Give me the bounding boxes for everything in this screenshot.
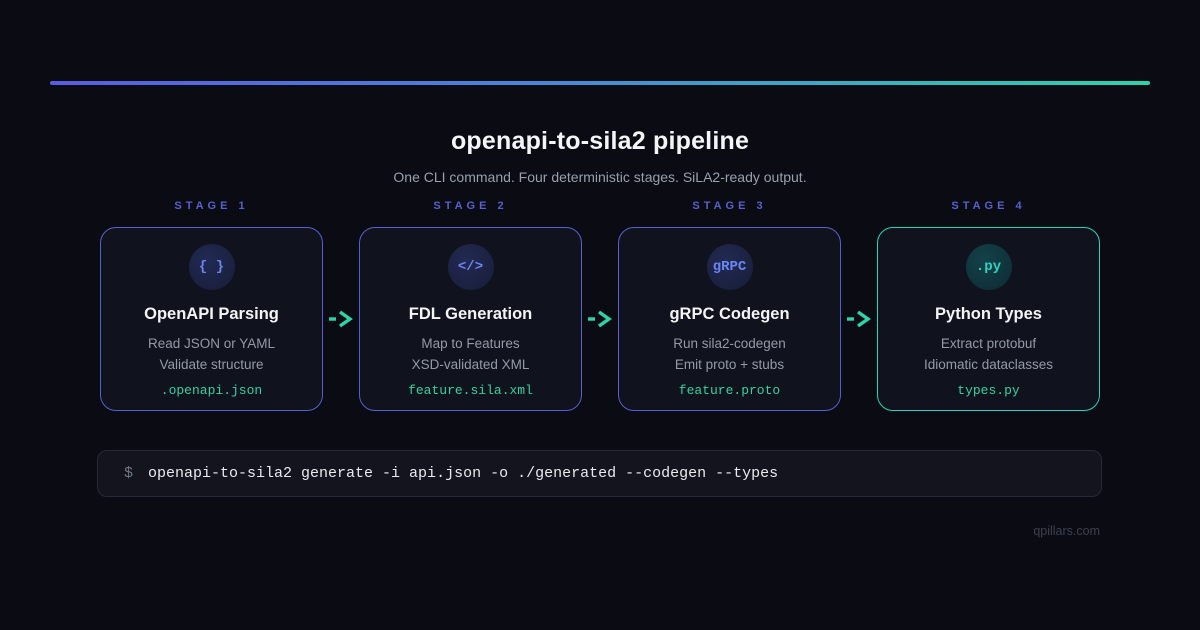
page-subtitle: One CLI command. Four deterministic stag… — [393, 169, 807, 185]
stage-2-desc-line-2: XSD-validated XML — [411, 357, 530, 372]
stage-3-title: gRPC Codegen — [669, 305, 790, 323]
stage-4-title: Python Types — [935, 305, 1042, 323]
stage-1-title: OpenAPI Parsing — [144, 305, 279, 323]
stage-3-desc-line-1: Run sila2-codegen — [673, 336, 786, 351]
stage-2-title: FDL Generation — [408, 305, 533, 323]
pipeline-diagram: STAGE 1 { } OpenAPI Parsing Read JSON or… — [0, 199, 1200, 411]
stage-1-output-file: .openapi.json — [160, 383, 263, 398]
stage-3-card: gRPC gRPC Codegen Run sila2-codegen Emit… — [618, 227, 841, 411]
stage-4-python-types: STAGE 4 .py Python Types Extract protobu… — [877, 199, 1100, 411]
site-attribution: qpillars.com — [1033, 524, 1100, 538]
stage-2-description: Map to Features XSD-validated XML — [412, 333, 530, 375]
stage-2-fdl-generation: STAGE 2 </> FDL Generation Map to Featur… — [359, 199, 582, 411]
flow-arrow-icon — [841, 227, 877, 411]
stage-2-output-file: feature.sila.xml — [408, 383, 533, 398]
stage-4-desc-line-1: Extract protobuf — [940, 336, 1037, 351]
stage-1-label: STAGE 1 — [174, 200, 249, 212]
stage-1-desc-line-1: Read JSON or YAML — [147, 336, 276, 351]
page-title: openapi-to-sila2 pipeline — [450, 127, 750, 155]
braces-icon: { } — [188, 244, 235, 290]
stage-3-grpc-codegen: STAGE 3 gRPC gRPC Codegen Run sila2-code… — [618, 199, 841, 411]
stage-4-desc-line-2: Idiomatic dataclasses — [923, 357, 1054, 372]
flow-arrow-icon — [582, 227, 618, 411]
shell-prompt: $ — [124, 465, 134, 482]
header: openapi-to-sila2 pipeline One CLI comman… — [0, 127, 1200, 185]
cli-command-bar: $ openapi-to-sila2 generate -i api.json … — [97, 450, 1102, 497]
stage-2-label: STAGE 2 — [433, 200, 508, 212]
stage-1-desc-line-2: Validate structure — [159, 357, 264, 372]
stage-3-desc-line-2: Emit proto + stubs — [674, 357, 785, 372]
gradient-accent-bar — [50, 81, 1150, 85]
stage-4-description: Extract protobuf Idiomatic dataclasses — [924, 333, 1053, 375]
stage-4-output-file: types.py — [957, 383, 1020, 398]
stage-1-openapi-parsing: STAGE 1 { } OpenAPI Parsing Read JSON or… — [100, 199, 323, 411]
python-file-icon: .py — [965, 244, 1012, 290]
stage-3-description: Run sila2-codegen Emit proto + stubs — [673, 333, 786, 375]
stage-4-card: .py Python Types Extract protobuf Idioma… — [877, 227, 1100, 411]
grpc-icon: gRPC — [706, 244, 753, 290]
stage-1-description: Read JSON or YAML Validate structure — [148, 333, 275, 375]
stage-4-label: STAGE 4 — [951, 200, 1026, 212]
stage-3-output-file: feature.proto — [678, 383, 781, 398]
code-tag-icon: </> — [447, 244, 494, 290]
cli-command-text: openapi-to-sila2 generate -i api.json -o… — [148, 465, 779, 482]
stage-2-card: </> FDL Generation Map to Features XSD-v… — [359, 227, 582, 411]
stage-2-desc-line-1: Map to Features — [421, 336, 520, 351]
stage-3-label: STAGE 3 — [692, 200, 767, 212]
flow-arrow-icon — [323, 227, 359, 411]
stage-1-card: { } OpenAPI Parsing Read JSON or YAML Va… — [100, 227, 323, 411]
